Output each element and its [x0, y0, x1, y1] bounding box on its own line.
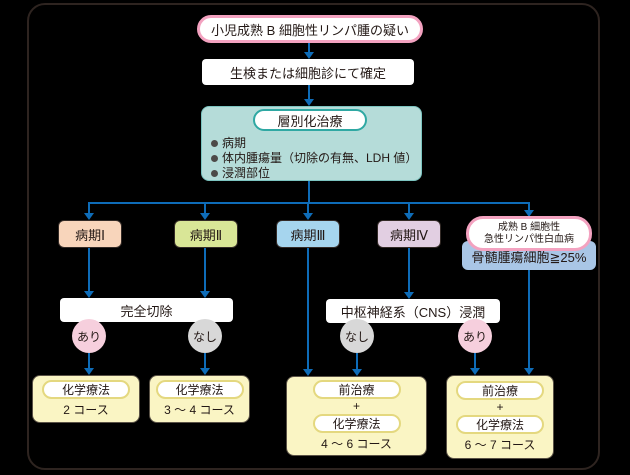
outcome-pre-chemo-6-7-courses: 前治療 + 化学療法 6 ～ 7 コース — [446, 375, 554, 459]
stage-3-node: 病期Ⅲ — [276, 220, 340, 248]
bullet-icon — [211, 140, 218, 147]
leukemia-name-line1: 成熟 B 細胞性 — [497, 221, 561, 233]
flow-line — [408, 248, 410, 292]
flow-line — [408, 204, 410, 213]
arrow-down-icon — [524, 210, 534, 217]
therapy-pill: 化学療法 — [155, 380, 244, 399]
flow-line — [528, 204, 530, 210]
flow-line — [88, 202, 530, 204]
arrow-down-icon — [524, 368, 534, 375]
suspicion-node: 小児成熟 B 細胞性リンパ腫の疑い — [197, 15, 423, 43]
bullet-icon — [211, 155, 218, 162]
flow-line — [308, 43, 310, 52]
arrow-down-icon — [304, 99, 314, 106]
arrow-down-icon — [304, 52, 314, 59]
therapy-pill: 化学療法 — [42, 380, 130, 399]
flow-line — [307, 204, 309, 213]
stratification-title: 層別化治療 — [253, 109, 367, 131]
course-label: 3 ～ 4 コース — [164, 403, 235, 417]
leukemia-name-line2: 急性リンパ性白血病 — [484, 233, 574, 245]
therapy-pill: 化学療法 — [456, 415, 544, 434]
arrow-down-icon — [352, 369, 362, 376]
chart-frame — [27, 3, 600, 470]
resection-no-circle: なし — [188, 319, 222, 353]
bullet-icon — [211, 170, 218, 177]
outcome-chemo-2-courses: 化学療法 2 コース — [32, 375, 140, 423]
flow-line — [528, 269, 530, 368]
bullet-item: 病期 — [211, 136, 416, 151]
arrow-down-icon — [84, 368, 94, 375]
bullet-label: 体内腫瘍量（切除の有無、LDH 値） — [222, 151, 418, 165]
stratification-bullets: 病期 体内腫瘍量（切除の有無、LDH 値） 浸潤部位 — [211, 136, 418, 181]
flow-line — [308, 85, 310, 99]
flow-line — [474, 353, 476, 368]
therapy-pill: 化学療法 — [312, 414, 401, 433]
flow-line — [88, 353, 90, 368]
pretreatment-pill: 前治療 — [312, 380, 401, 399]
flow-line — [204, 204, 206, 213]
arrow-down-icon — [200, 291, 210, 298]
bullet-item: 浸潤部位 — [211, 166, 416, 181]
bullet-label: 病期 — [222, 136, 247, 150]
arrow-down-icon — [200, 368, 210, 375]
arrow-down-icon — [470, 368, 480, 375]
stage-4-node: 病期Ⅳ — [377, 220, 441, 248]
flow-line — [204, 248, 206, 291]
flow-line — [204, 353, 206, 368]
confirmation-node: 生検または細胞診にて確定 — [202, 59, 414, 85]
arrow-down-icon — [303, 213, 313, 220]
pretreatment-pill: 前治療 — [456, 381, 544, 400]
bullet-item: 体内腫瘍量（切除の有無、LDH 値） — [211, 151, 418, 166]
outcome-chemo-3-4-courses: 化学療法 3 ～ 4 コース — [149, 375, 250, 423]
flow-line — [356, 353, 358, 369]
bullet-label: 浸潤部位 — [222, 166, 271, 180]
flow-line — [88, 204, 90, 213]
arrow-down-icon — [303, 369, 313, 376]
outcome-pre-chemo-4-6-courses: 前治療 + 化学療法 4 ～ 6 コース — [286, 376, 427, 456]
plus-sign: + — [496, 400, 504, 414]
cns-yes-circle: あり — [458, 319, 492, 353]
flow-line — [307, 248, 309, 369]
arrow-down-icon — [404, 213, 414, 220]
cns-no-circle: なし — [340, 319, 374, 353]
leukemia-node: 成熟 B 細胞性 急性リンパ性白血病 — [466, 216, 592, 251]
arrow-down-icon — [84, 213, 94, 220]
course-label: 4 ～ 6 コース — [321, 437, 392, 451]
arrow-down-icon — [404, 292, 414, 299]
plus-sign: + — [352, 399, 360, 413]
stage-2-node: 病期Ⅱ — [174, 220, 238, 248]
flow-line — [88, 248, 90, 291]
arrow-down-icon — [200, 213, 210, 220]
stage-1-node: 病期Ⅰ — [58, 220, 122, 248]
flow-line — [308, 181, 310, 203]
resection-yes-circle: あり — [72, 319, 106, 353]
course-label: 6 ～ 7 コース — [464, 438, 536, 452]
complete-resection-node: 完全切除 — [60, 298, 233, 322]
arrow-down-icon — [84, 291, 94, 298]
course-label: 2 コース — [63, 403, 109, 417]
